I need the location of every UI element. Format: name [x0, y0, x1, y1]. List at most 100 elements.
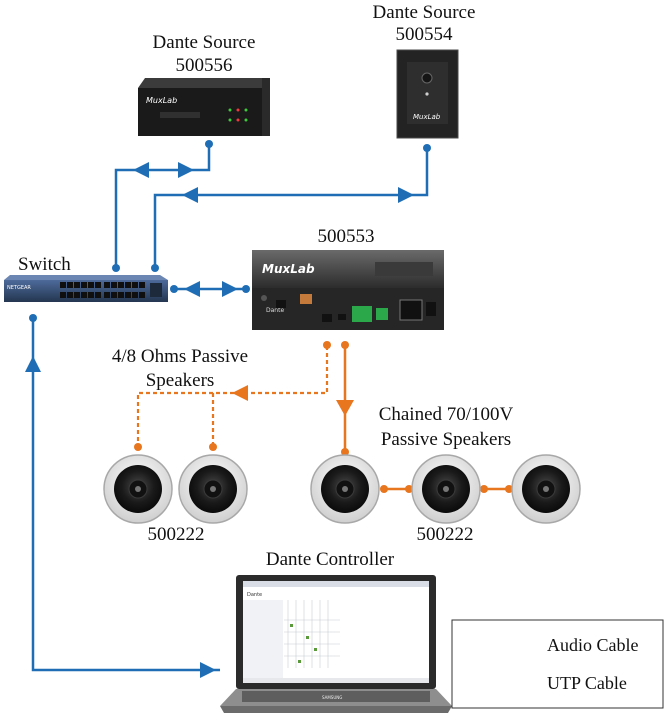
switch-logo: NETGEAR	[7, 285, 31, 291]
dante-source-1-title: Dante Source	[153, 32, 256, 53]
legend: Audio Cable UTP Cable	[451, 619, 664, 709]
utp-cable-source1	[114, 146, 211, 268]
arrow-right-icon	[222, 281, 238, 297]
amp-label	[375, 262, 433, 276]
utp-dot	[170, 285, 178, 293]
network-switch: NETGEAR	[4, 275, 168, 302]
arrow-left-icon	[184, 281, 200, 297]
device-display	[160, 112, 200, 118]
amp-port	[322, 314, 332, 322]
screen-statusbar	[243, 678, 429, 683]
amp-power-inlet	[399, 299, 423, 321]
arrow-down-icon	[336, 400, 354, 416]
amp-terminal	[352, 306, 372, 322]
switch-label: Switch	[18, 254, 71, 275]
chained-speakers-label-2: Passive Speakers	[381, 429, 511, 450]
controller-label: Dante Controller	[266, 549, 395, 570]
legend-utp-label: UTP Cable	[547, 673, 627, 693]
speaker-dome	[543, 486, 549, 492]
amp-terminal	[376, 308, 388, 320]
speaker-chained-3	[511, 454, 581, 524]
switch-top	[4, 275, 168, 280]
switch-ports	[60, 282, 145, 298]
audio-dot	[480, 485, 488, 493]
status-led	[236, 118, 240, 122]
speaker-chained-1	[310, 454, 380, 524]
utp-dot	[242, 285, 250, 293]
speaker-passive-2	[178, 454, 248, 524]
arrow-right-icon	[200, 662, 216, 678]
amp-dante-logo: Dante	[266, 307, 284, 314]
chained-speakers-label-1: Chained 70/100V	[379, 404, 514, 425]
audio-dot	[134, 443, 142, 451]
amp-knob	[261, 295, 267, 301]
speaker-dome	[135, 486, 141, 492]
laptop-dante-controller: Dante SAMSUNG	[220, 575, 452, 713]
screen-titlebar	[243, 581, 429, 587]
device-top	[138, 78, 270, 88]
device-logo: MuxLab	[146, 96, 177, 105]
passive-speakers-label-1: 4/8 Ohms Passive	[112, 346, 248, 367]
arrow-up-icon	[25, 356, 41, 372]
dante-source-2-title: Dante Source	[373, 2, 476, 23]
arrow-left-icon	[182, 187, 198, 203]
amplifier-500553: MuxLab Dante	[252, 250, 444, 330]
dante-source-2-model: 500554	[396, 24, 454, 45]
arrow-left-icon	[133, 162, 149, 178]
utp-dot	[112, 264, 120, 272]
screen-sidebar	[243, 600, 283, 680]
dante-source-1-model: 500556	[176, 55, 233, 76]
audio-dot	[505, 485, 513, 493]
laptop-front	[220, 706, 452, 713]
amp-rj45	[300, 294, 312, 304]
utp-dot	[151, 264, 159, 272]
speaker-dome	[443, 486, 449, 492]
switch-sfp	[150, 283, 162, 297]
speaker-model-label-right: 500222	[417, 524, 474, 545]
amp-logo: MuxLab	[262, 262, 315, 276]
passive-speakers-label-2: Speakers	[146, 370, 215, 391]
arrow-left-icon	[232, 385, 248, 401]
utp-dot	[423, 144, 431, 152]
dante-source-500554: MuxLab	[396, 49, 459, 139]
audio-dot	[341, 448, 349, 456]
amp-port	[338, 314, 346, 320]
device-side	[262, 78, 270, 136]
audio-arrows	[232, 385, 354, 416]
amplifier-model-label: 500553	[318, 226, 375, 247]
utp-arrows	[25, 162, 414, 678]
utp-cable-source2	[153, 150, 429, 268]
legend-box	[451, 619, 664, 709]
speaker-chained-2	[411, 454, 481, 524]
status-led	[228, 108, 232, 112]
utp-dot	[29, 314, 37, 322]
speaker-dome	[342, 486, 348, 492]
screen-route-marks	[290, 624, 317, 663]
audio-dot	[380, 485, 388, 493]
utp-dot	[205, 140, 213, 148]
wallplate-port	[421, 72, 433, 84]
utp-cable-controller	[31, 318, 220, 672]
wallplate-logo: MuxLab	[413, 113, 441, 121]
speaker-dome	[210, 486, 216, 492]
amp-port	[276, 300, 286, 308]
status-led	[244, 118, 248, 122]
laptop-keyboard	[242, 691, 430, 702]
audio-dot	[405, 485, 413, 493]
status-led	[228, 118, 232, 122]
audio-dot	[209, 443, 217, 451]
wallplate-led	[425, 92, 429, 96]
speaker-model-label-left: 500222	[148, 524, 205, 545]
arrow-right-icon	[398, 187, 414, 203]
dante-source-500556: MuxLab	[138, 78, 270, 136]
amp-power-switch	[426, 302, 436, 316]
speaker-passive-1	[103, 454, 173, 524]
screen-dante-logo: Dante	[247, 592, 262, 598]
arrow-right-icon	[178, 162, 194, 178]
status-led	[244, 108, 248, 112]
legend-audio-label: Audio Cable	[547, 635, 639, 655]
screen-grid	[284, 600, 340, 668]
laptop-brand: SAMSUNG	[322, 695, 342, 700]
audio-dot	[323, 341, 331, 349]
